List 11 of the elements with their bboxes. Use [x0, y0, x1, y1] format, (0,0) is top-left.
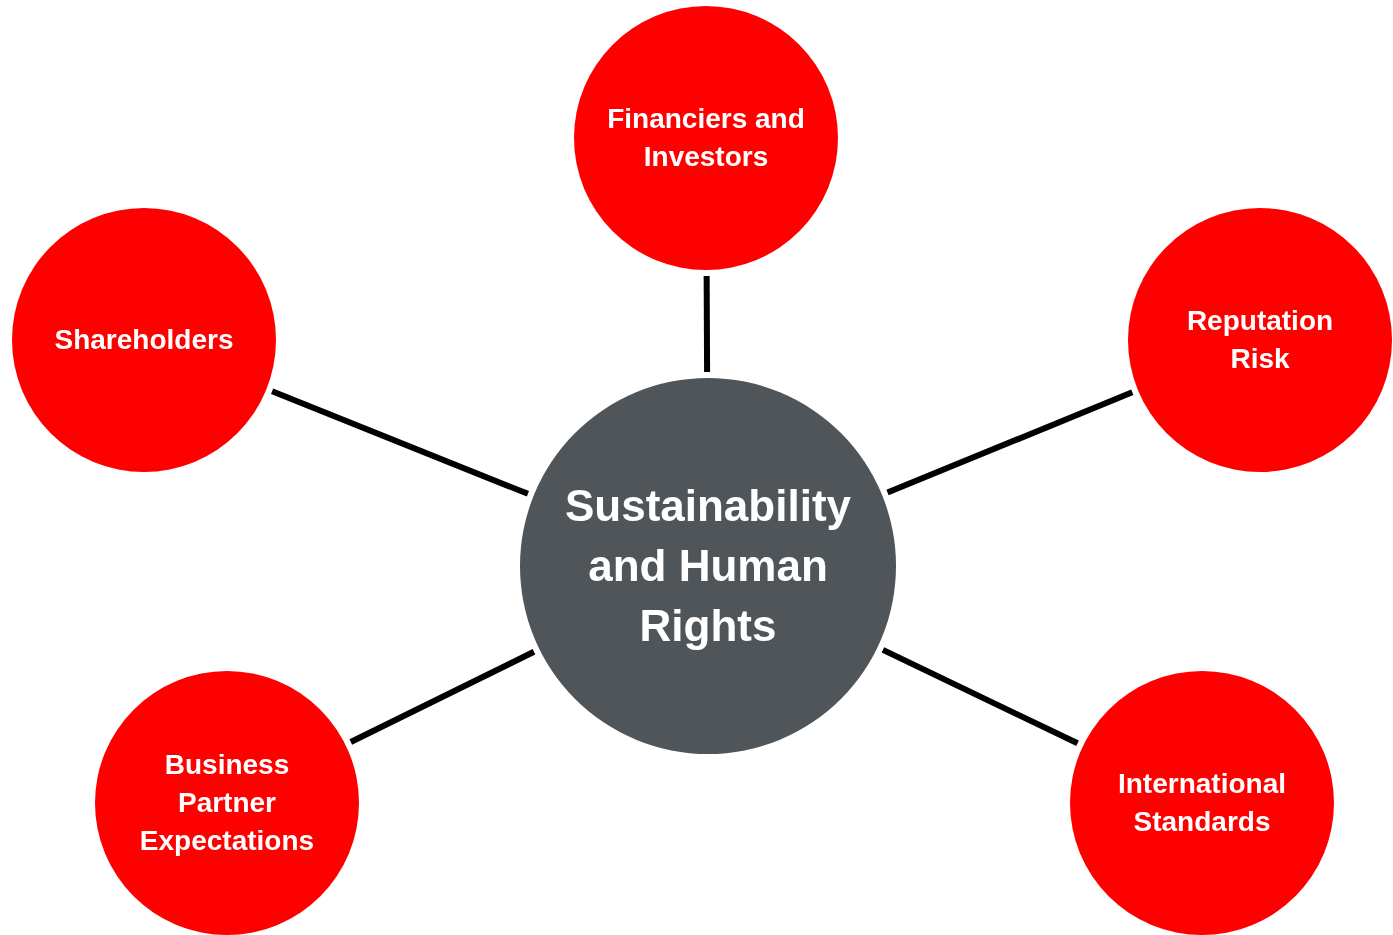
circle-label: Reputation Risk — [1185, 303, 1335, 376]
connector-line — [881, 647, 1079, 746]
connector-line — [886, 389, 1134, 496]
circle-label: Shareholders — [53, 322, 235, 357]
connector-line — [703, 276, 711, 372]
circle-label: Financiers and Investors — [606, 101, 806, 174]
connector-line — [349, 649, 536, 745]
circle-label: Business Partner Expectations — [138, 747, 316, 859]
connector-line — [271, 388, 530, 497]
circle-label: Sustainability and Human Rights — [563, 480, 853, 652]
circle-label: International Standards — [1117, 766, 1287, 839]
